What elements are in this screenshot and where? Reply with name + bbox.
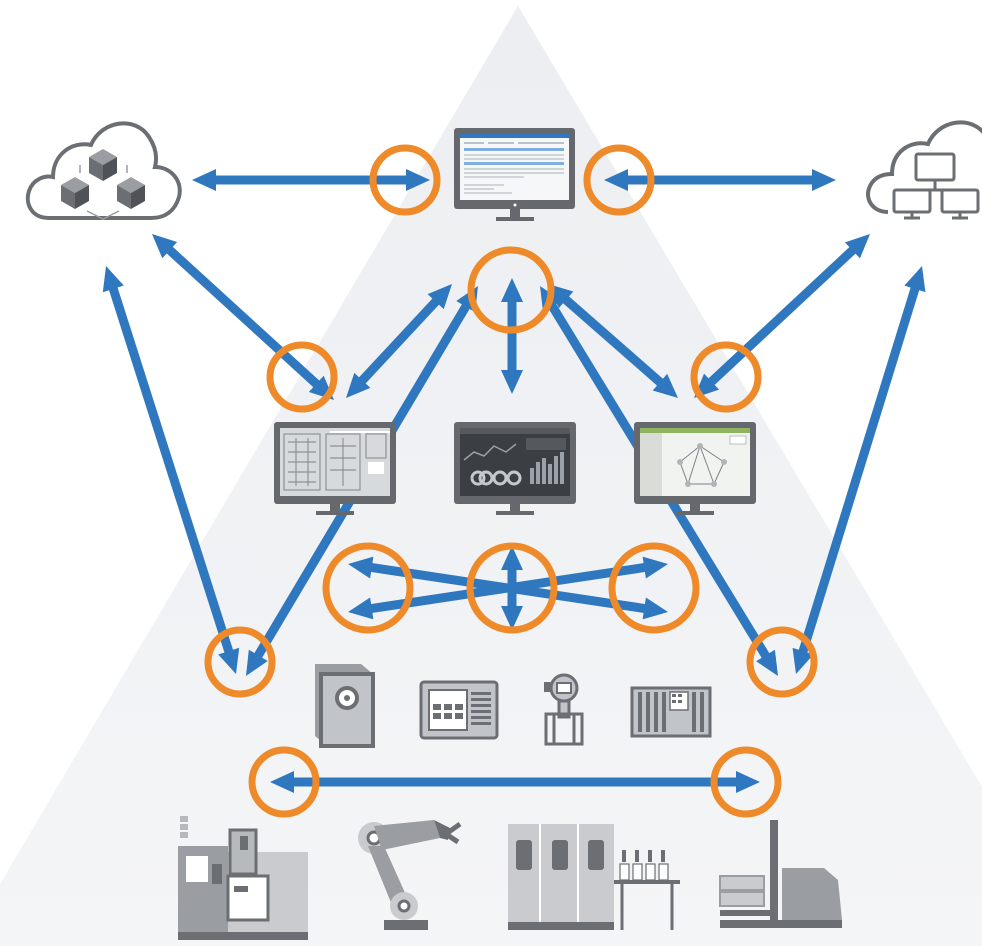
monitor-dashboard-icon bbox=[454, 422, 576, 515]
link-cloud-cubes-to-field-left-shaft bbox=[107, 283, 235, 657]
link-monitor-to-field-right-head-end bbox=[756, 649, 778, 676]
link-middle-vertical-head-start bbox=[501, 546, 523, 570]
link-monitor-to-dashboard bbox=[501, 278, 523, 394]
link-cloud-monitors-to-field-right-head-start bbox=[904, 266, 926, 293]
highlight-ring bbox=[583, 144, 655, 216]
link-cross-a-head-start bbox=[348, 556, 374, 579]
link-middle-vertical-head-end bbox=[501, 606, 523, 630]
highlight-ring bbox=[248, 746, 320, 818]
highlight-ring bbox=[467, 246, 555, 334]
link-cloud-monitors-to-field-right bbox=[792, 266, 926, 674]
highlight-ring bbox=[608, 542, 700, 634]
link-monitor-to-field-left-head-end bbox=[246, 649, 268, 676]
hmi-panel-icon bbox=[419, 680, 499, 740]
link-monitor-to-scada-shaft bbox=[356, 295, 442, 387]
pyramid-edge-right bbox=[515, 0, 982, 787]
monitor-scada-icon bbox=[274, 422, 396, 515]
robot-arm-icon bbox=[358, 820, 462, 930]
link-cross-b-head-start bbox=[348, 597, 374, 620]
link-cloud-cubes-to-scada bbox=[152, 234, 334, 400]
highlight-ring bbox=[369, 144, 441, 216]
cloud-cubes-icon bbox=[25, 121, 182, 220]
highlight-rings bbox=[204, 144, 818, 818]
forklift-icon bbox=[719, 820, 842, 928]
link-monitor-to-cloud-monitors-head-end bbox=[812, 169, 836, 191]
link-middle-vertical bbox=[501, 546, 523, 630]
link-cloud-cubes-to-field-left bbox=[102, 266, 240, 674]
cnc-machine-icon bbox=[178, 816, 308, 940]
highlight-ring bbox=[746, 626, 818, 698]
link-cloud-cubes-to-field-left-head-start bbox=[102, 266, 124, 293]
link-cloud-cubes-to-scada-head-start bbox=[152, 234, 178, 259]
link-machines-horizontal bbox=[270, 771, 760, 793]
highlight-ring bbox=[466, 542, 558, 634]
link-cloud-monitors-to-field-right-shaft bbox=[797, 283, 921, 657]
highlight-ring bbox=[710, 746, 782, 818]
link-cloud-monitors-to-network bbox=[694, 234, 870, 398]
link-cloud-cubes-to-monitor bbox=[192, 169, 430, 191]
link-cloud-cubes-to-monitor-head-start bbox=[192, 169, 216, 191]
link-monitor-to-cloud-monitors bbox=[604, 169, 836, 191]
link-cross-a-head-end bbox=[642, 597, 668, 620]
link-cloud-cubes-to-field-left-head-end bbox=[218, 647, 240, 674]
link-monitor-to-network-head-end bbox=[652, 373, 678, 398]
highlight-ring bbox=[266, 341, 338, 413]
link-cloud-monitors-to-network-head-start bbox=[844, 234, 870, 259]
link-monitor-to-scada-head-end bbox=[346, 372, 371, 398]
plc-rack-icon bbox=[630, 686, 712, 738]
monitor-network-icon bbox=[634, 422, 756, 515]
link-cloud-cubes-to-monitor-head-end bbox=[406, 169, 430, 191]
link-monitor-to-cloud-monitors-head-start bbox=[604, 169, 628, 191]
link-cloud-monitors-to-field-right-head-end bbox=[792, 647, 814, 674]
link-monitor-to-network-shaft bbox=[560, 293, 666, 389]
link-machines-horizontal-head-end bbox=[736, 771, 760, 793]
central-monitor-icon bbox=[454, 128, 575, 221]
link-monitor-to-dashboard-head-start bbox=[501, 278, 523, 302]
link-monitor-to-scada bbox=[346, 284, 452, 398]
highlight-ring bbox=[322, 542, 414, 634]
link-monitor-to-scada-head-start bbox=[427, 284, 452, 310]
flow-transmitter-icon bbox=[544, 673, 584, 746]
controller-cabinet-icon bbox=[315, 664, 375, 748]
link-cross-b-head-end bbox=[642, 556, 668, 579]
cloud-monitors-icon bbox=[866, 120, 982, 220]
highlight-ring bbox=[204, 626, 276, 698]
link-machines-horizontal-head-start bbox=[270, 771, 294, 793]
highlight-ring bbox=[690, 341, 762, 413]
link-cloud-monitors-to-network-shaft bbox=[705, 244, 859, 388]
link-cloud-cubes-to-scada-shaft bbox=[163, 244, 323, 390]
link-monitor-to-dashboard-head-end bbox=[501, 370, 523, 394]
filling-machine-icon bbox=[508, 824, 680, 930]
